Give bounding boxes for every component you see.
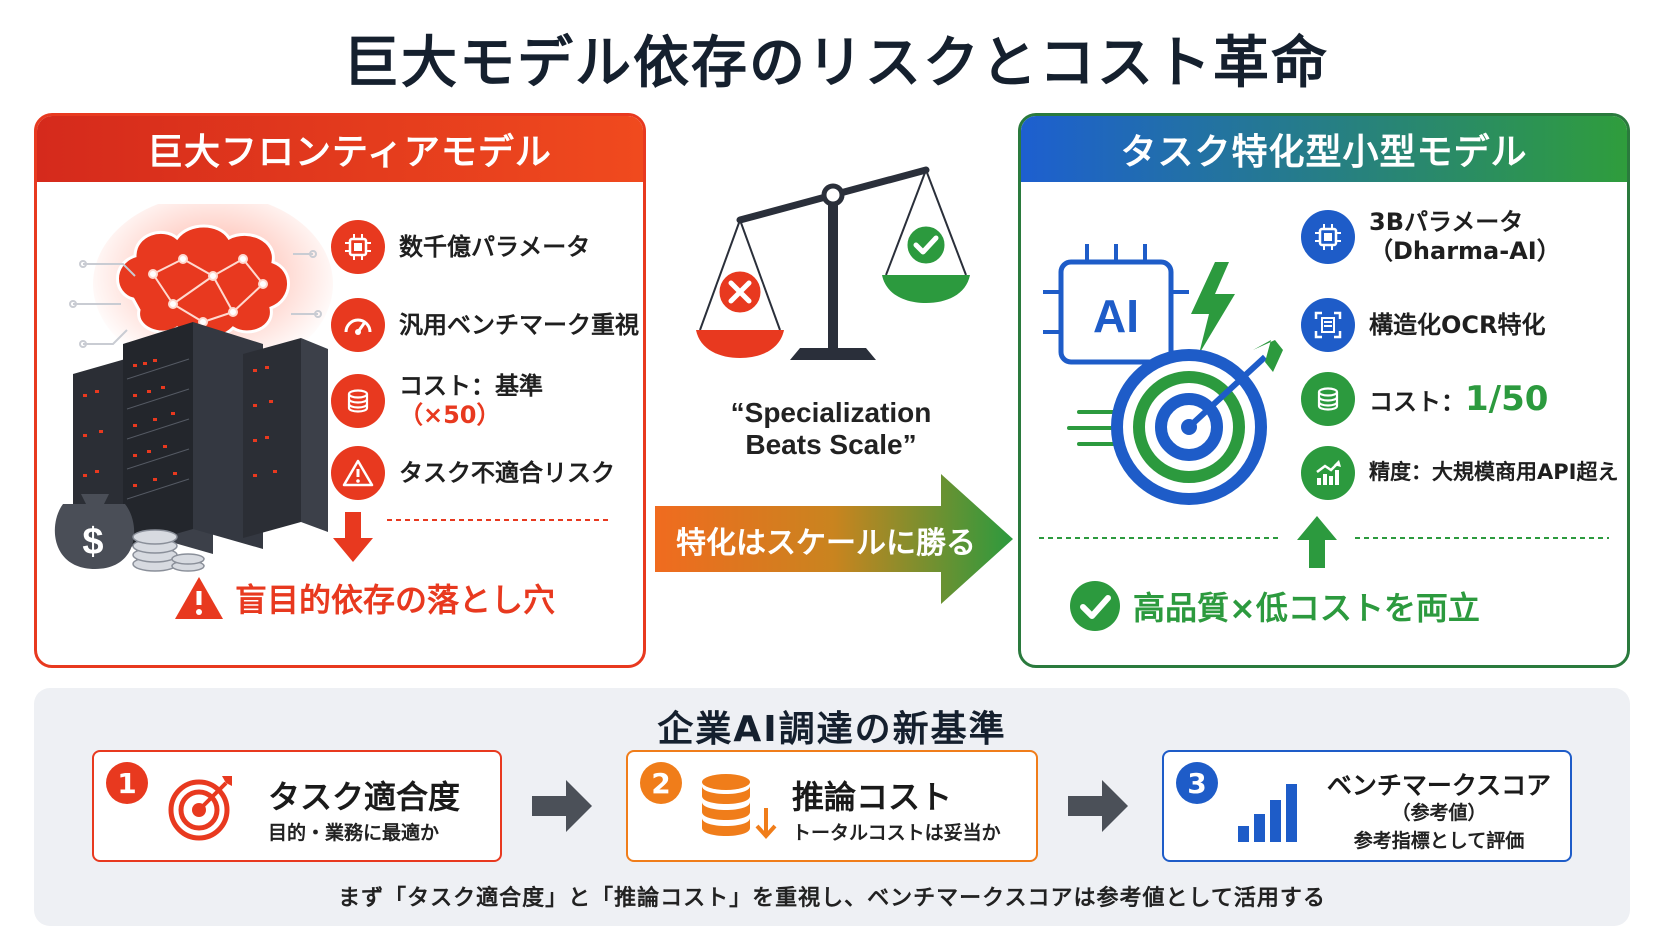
card-number: 3: [1176, 762, 1218, 804]
large-model-header: 巨大フロンティアモデル: [37, 116, 643, 182]
small-model-panel: タスク特化型小型モデル AI: [1018, 113, 1630, 668]
card-number: 1: [106, 762, 148, 804]
transition-arrow-label: 特化はスケールに勝る: [676, 526, 976, 561]
procurement-criteria-section: 企業AI調達の新基準 1 タスク適合度 目的・業務に最適か 2 推論コスト: [34, 688, 1630, 926]
criteria-card-inference-cost: 2 推論コスト トータルコストは妥当か: [626, 750, 1038, 862]
brain-server-illustration: $: [54, 204, 333, 572]
warning-icon: [175, 577, 223, 619]
blind-dependency-outcome: 盲目的依存の落とし穴: [173, 575, 555, 621]
feature-cost: コスト：1/50: [1301, 372, 1548, 426]
warning-icon: [331, 446, 385, 500]
large-model-panel: 巨大フロンティアモデル: [34, 113, 646, 668]
up-arrow-icon: [1039, 516, 1609, 568]
balance-scale-icon: [696, 166, 970, 360]
chip-icon: [1301, 209, 1355, 264]
flow-arrow-icon: [532, 780, 592, 832]
small-model-header: タスク特化型小型モデル: [1021, 116, 1627, 182]
check-circle-icon: [1070, 581, 1120, 631]
feature-parameters: 3Bパラメータ（Dharma-AI）: [1301, 208, 1561, 266]
ai-target-illustration: AI: [1043, 244, 1283, 505]
feature-parameters: 数千億パラメータ: [331, 220, 590, 274]
criteria-title: 企業AI調達の新基準: [657, 709, 1007, 750]
criteria-card-benchmark: 3 ベンチマークスコア （参考値） 参考指標として評価: [1162, 750, 1572, 862]
feature-accuracy: 精度：大規模商用API超え: [1301, 446, 1618, 500]
coins-icon: [331, 373, 385, 428]
feature-risk: タスク不適合リスク: [331, 446, 615, 500]
flow-arrow-icon: [1068, 780, 1128, 832]
card-number: 2: [640, 762, 682, 804]
criteria-note: まず「タスク適合度」と「推論コスト」を重視し、ベンチマークスコアは参考値として活…: [338, 886, 1326, 911]
database-down-icon: [702, 774, 777, 839]
bar-chart-icon: [1238, 784, 1297, 842]
quality-cost-outcome: 高品質×低コストを両立: [1069, 580, 1480, 632]
transition-arrow-icon: [655, 474, 1013, 604]
down-arrow-icon: [333, 512, 612, 562]
target-icon: [168, 776, 232, 841]
ai-chip-label: AI: [1093, 290, 1139, 342]
feature-benchmark: 汎用ベンチマーク重視: [331, 298, 639, 352]
gauge-icon: [331, 298, 385, 352]
feature-ocr: 構造化OCR特化: [1301, 298, 1546, 352]
document-scan-icon: [1301, 298, 1355, 352]
criteria-card-task-fit: 1 タスク適合度 目的・業務に最適か: [92, 750, 502, 862]
chart-up-icon: [1301, 446, 1355, 500]
svg-text:$: $: [82, 521, 103, 563]
quote-text: “Specialization Beats Scale”: [730, 397, 932, 461]
chip-icon: [331, 220, 385, 274]
page-title: 巨大モデル依存のリスクとコスト革命: [343, 31, 1329, 96]
feature-cost: コスト：基準（×50）: [331, 372, 643, 430]
coins-icon: [1301, 372, 1355, 426]
